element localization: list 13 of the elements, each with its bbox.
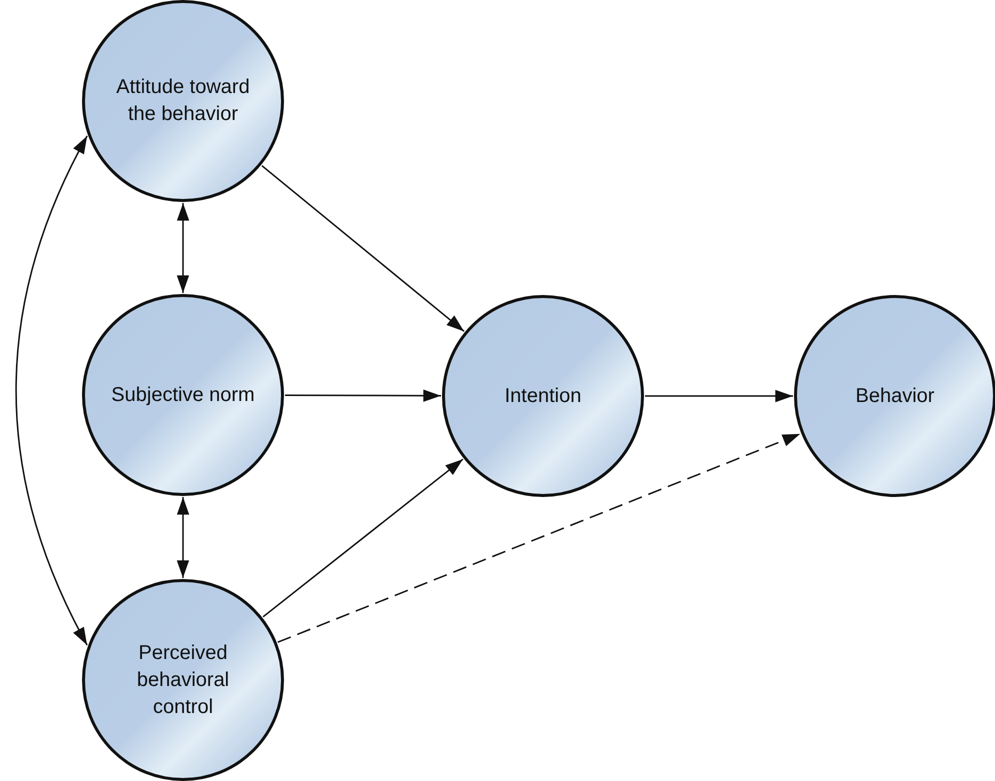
node-label: Attitude toward the behavior [115, 75, 251, 127]
arrow [261, 165, 465, 332]
arrow [176, 497, 190, 578]
node-label: Intention [504, 384, 582, 408]
arrow [176, 203, 190, 293]
node-label: Behavior [856, 384, 934, 408]
arrow [277, 433, 801, 643]
arrow [285, 390, 441, 402]
arrow [645, 390, 793, 402]
node-label: Subjective norm [111, 382, 255, 408]
arrow [262, 458, 464, 618]
node-label: Perceived behavioral control [136, 640, 230, 720]
arrow [15, 136, 88, 646]
